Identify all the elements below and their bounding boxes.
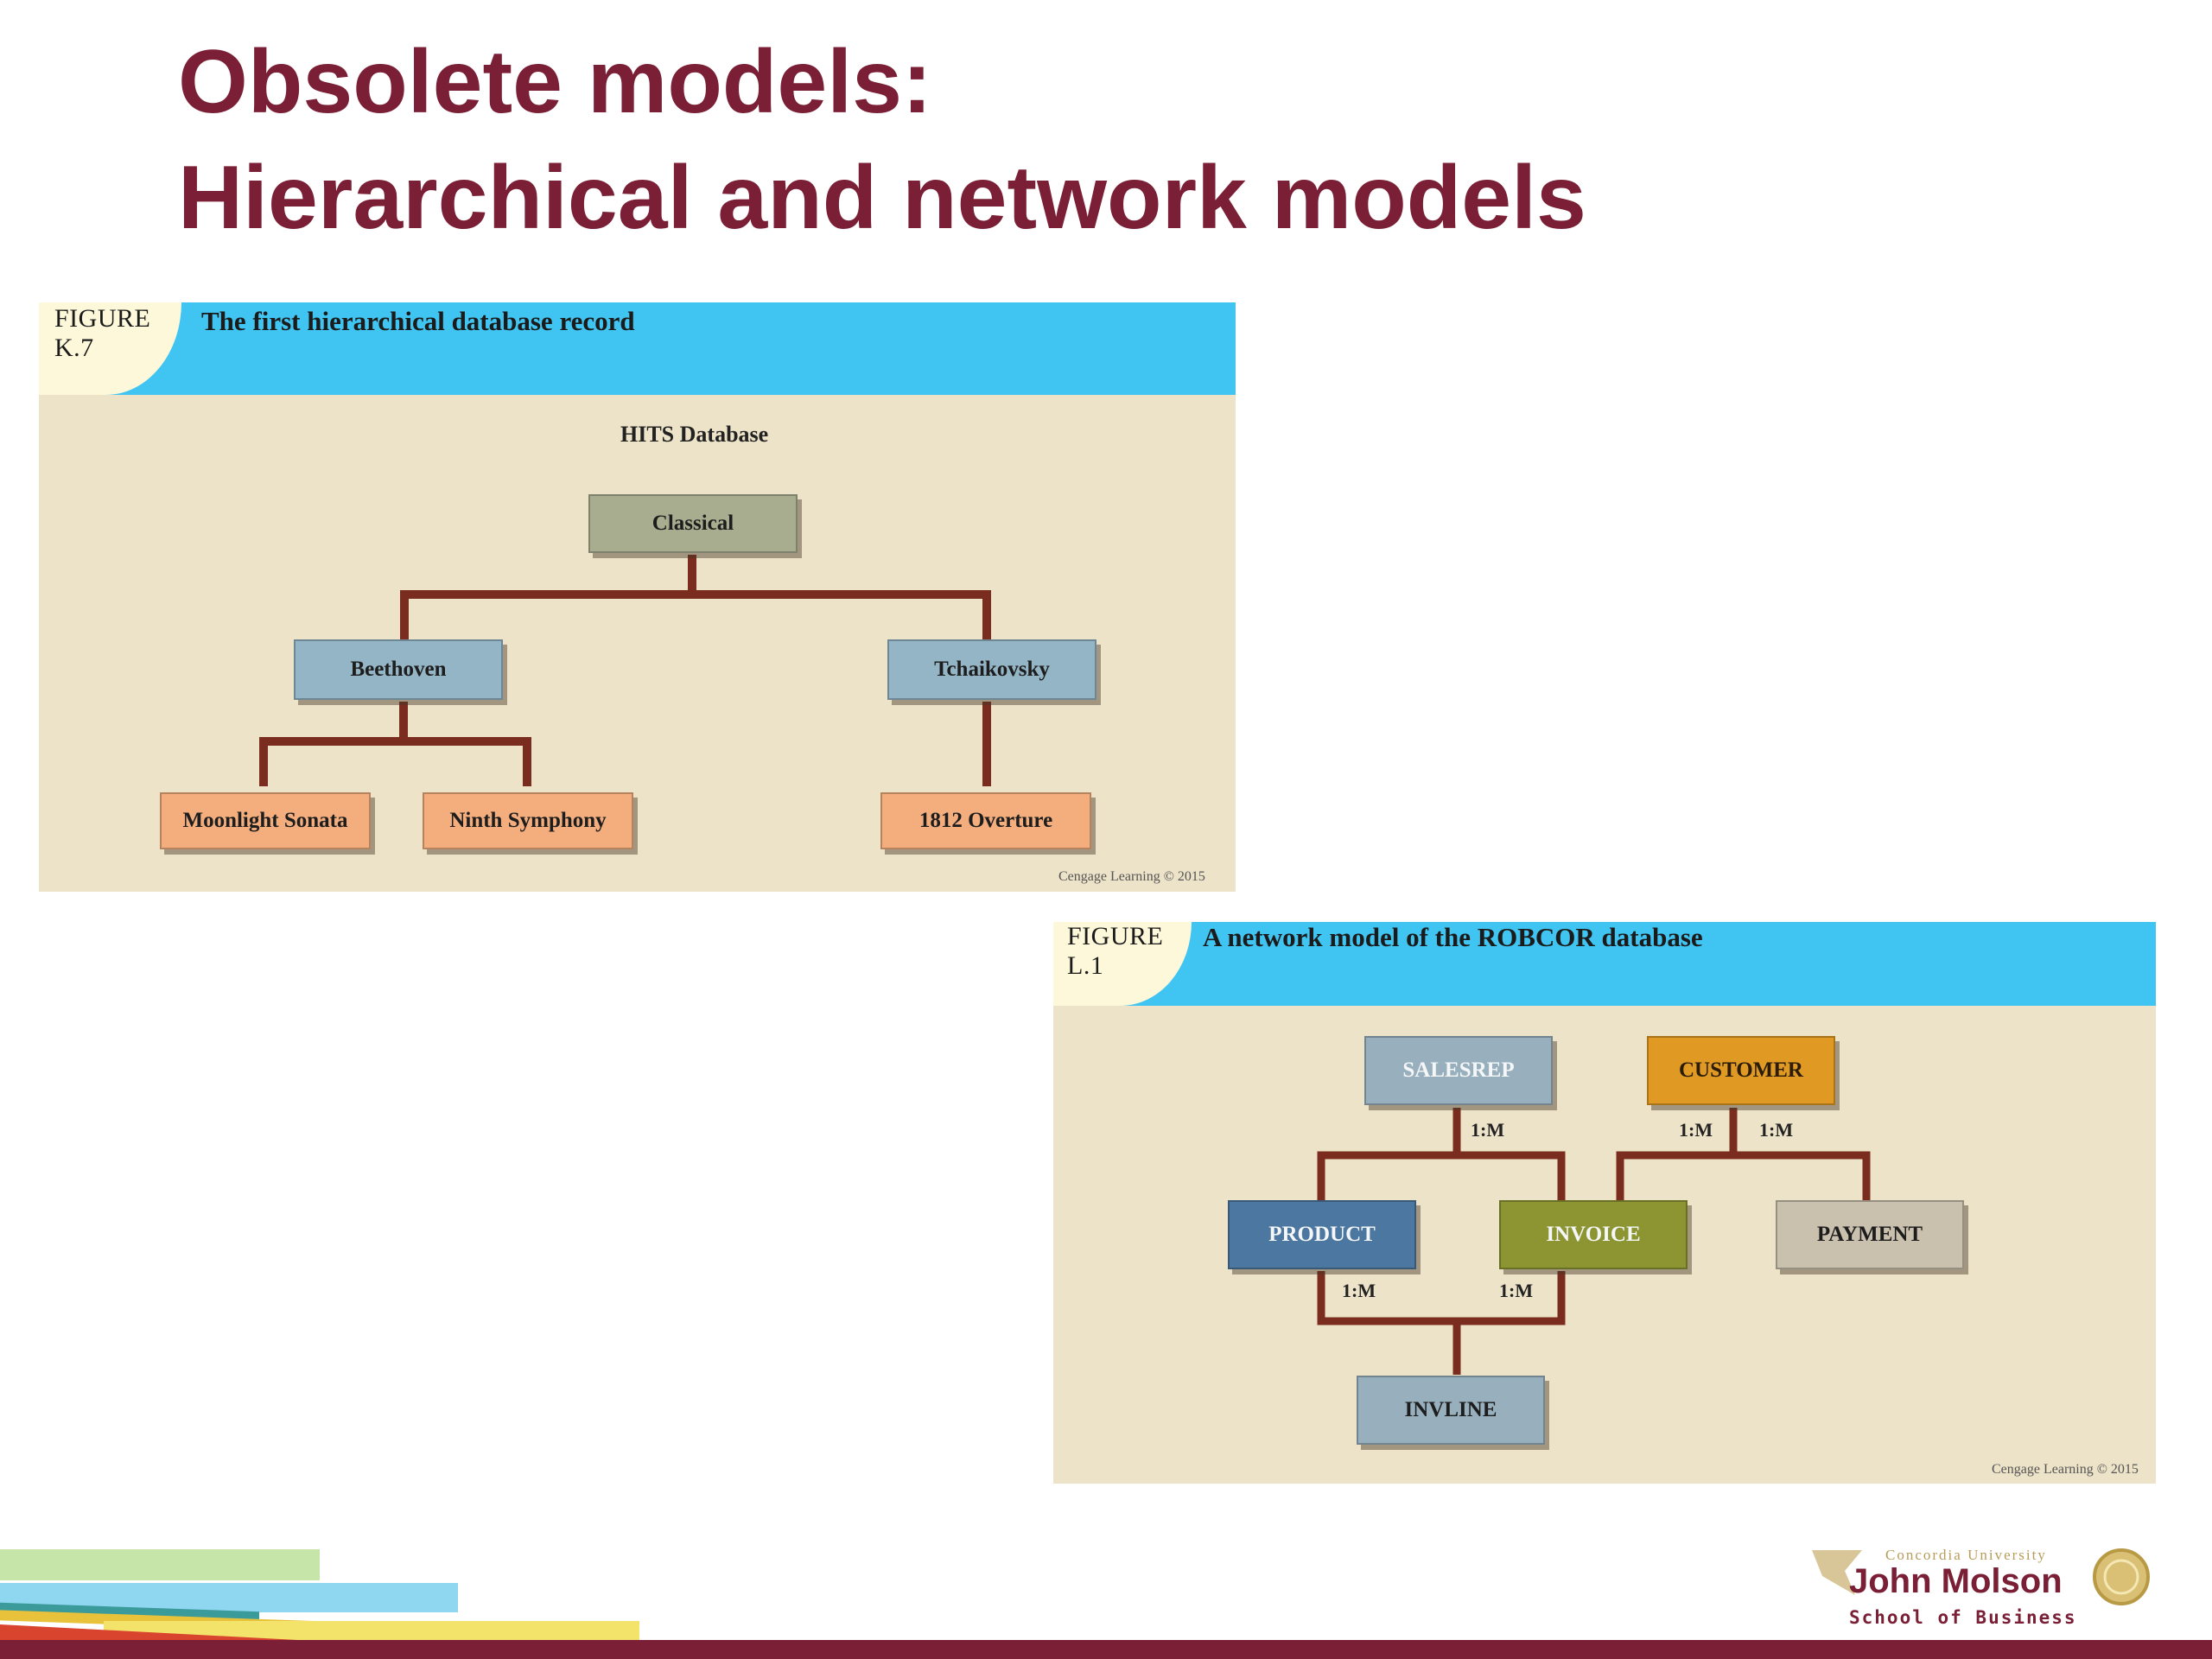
logo-name: John Molson [1849, 1562, 2063, 1600]
cardinality-product: 1:M [1342, 1280, 1376, 1301]
node-classical: Classical [588, 494, 798, 553]
k7-line-beethoven [259, 702, 531, 786]
l1-line-salesrep [1317, 1108, 1566, 1200]
cardinality-invoice: 1:M [1499, 1280, 1534, 1301]
k7-line-root [400, 555, 991, 641]
node-product: PRODUCT [1228, 1200, 1416, 1269]
slide-title: Obsolete models: Hierarchical and networ… [178, 24, 1586, 256]
logo-school: School of Business [1849, 1607, 2077, 1628]
node-beethoven: Beethoven [294, 639, 503, 700]
node-invline: INVLINE [1357, 1376, 1545, 1445]
figure-l1-header [1053, 922, 2156, 1006]
figure-k7-label: FIGURE K.7 [54, 304, 151, 362]
node-invoice: INVOICE [1499, 1200, 1688, 1269]
node-payment: PAYMENT [1776, 1200, 1964, 1269]
slide-title-line2: Hierarchical and network models [178, 148, 1586, 248]
figure-k7-panel: FIGURE K.7 The first hierarchical databa… [39, 302, 1236, 892]
figure-l1-panel: FIGURE L.1 A network model of the ROBCOR… [1053, 922, 2156, 1484]
figure-l1-connectors [1317, 1108, 1871, 1375]
seal-icon [2093, 1548, 2150, 1605]
figure-k7-credit: Cengage Learning © 2015 [1058, 869, 1205, 884]
node-moonlight-sonata: Moonlight Sonata [160, 792, 371, 849]
figure-k7-caption: The first hierarchical database record [201, 306, 635, 336]
cardinality-customer-right: 1:M [1759, 1119, 1794, 1141]
node-tchaikovsky: Tchaikovsky [887, 639, 1096, 700]
l1-line-customer [1616, 1108, 1871, 1200]
figure-l1-credit: Cengage Learning © 2015 [1992, 1462, 2139, 1477]
concordia-flag-icon [1812, 1550, 1862, 1595]
cardinality-salesrep: 1:M [1471, 1119, 1505, 1141]
figure-l1-caption: A network model of the ROBCOR database [1203, 922, 1703, 952]
node-ninth-symphony: Ninth Symphony [423, 792, 633, 849]
footer-bar [0, 1640, 2212, 1659]
slide-title-line1: Obsolete models: [178, 32, 932, 132]
node-customer: CUSTOMER [1647, 1036, 1835, 1105]
node-salesrep: SALESREP [1364, 1036, 1553, 1105]
logo-university: Concordia University [1885, 1547, 2047, 1563]
figure-k7-connectors [259, 555, 991, 786]
cardinality-customer-left: 1:M [1679, 1119, 1713, 1141]
figure-k7-header [39, 302, 1236, 395]
hits-database-title: HITS Database [620, 422, 769, 447]
l1-line-invline [1317, 1271, 1566, 1375]
figure-l1-label: FIGURE L.1 [1067, 922, 1164, 980]
node-1812-overture: 1812 Overture [880, 792, 1091, 849]
